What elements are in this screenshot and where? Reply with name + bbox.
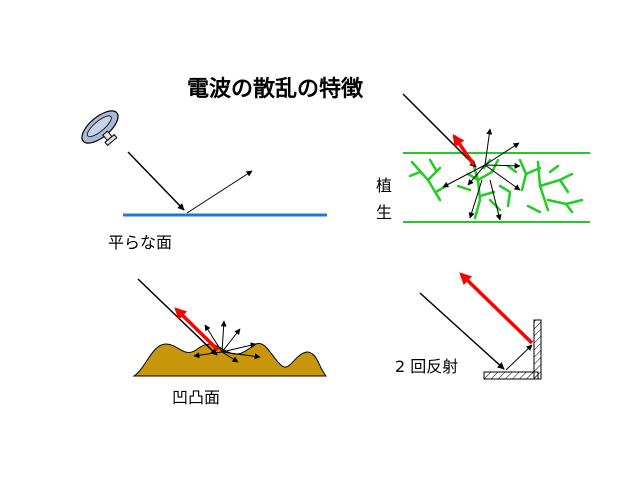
- vegetation-backscatter-arrow: [452, 134, 476, 166]
- flat-surface-panel: 平らな面: [81, 110, 327, 252]
- rough-incident-ray: [137, 278, 218, 356]
- vegetation-label-1: 植: [376, 176, 392, 195]
- vegetation-panel: 植 生: [376, 93, 590, 223]
- double-bounce-label: 2 回反射: [395, 357, 458, 376]
- vegetation-scattered-rays: [442, 128, 521, 221]
- vegetation-incident-ray: [402, 93, 477, 168]
- flat-surface-label: 平らな面: [108, 233, 172, 252]
- rough-surface-panel: 凹凸面: [132, 278, 328, 407]
- satellite-dish-icon: [81, 110, 119, 147]
- double-bounce-ground: [483, 371, 539, 380]
- double-bounce-wall: [533, 319, 542, 380]
- flat-incident-ray: [127, 151, 185, 211]
- double-bounce-incident-ray: [419, 292, 505, 370]
- double-bounce-reflected-ray: [505, 344, 533, 371]
- double-bounce-return-arrow: [459, 272, 534, 345]
- vegetation-label-2: 生: [376, 203, 392, 222]
- diagram-title: 電波の散乱の特徴: [187, 76, 364, 102]
- rough-ground: [132, 342, 328, 377]
- rough-scattered-rays: [193, 320, 261, 363]
- double-bounce-panel: 2 回反射: [395, 272, 542, 380]
- rough-surface-label: 凹凸面: [172, 388, 220, 407]
- vegetation-branches: [408, 158, 584, 220]
- rough-backscatter-arrow: [174, 307, 220, 352]
- flat-reflected-ray: [186, 170, 253, 214]
